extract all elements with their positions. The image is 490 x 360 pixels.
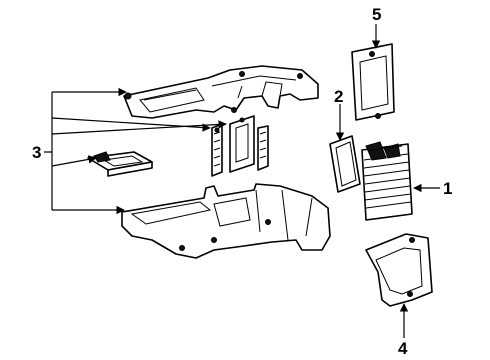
upper-heater-housing xyxy=(123,65,319,119)
heater-core-part-1 xyxy=(361,141,413,221)
vertical-door-left xyxy=(211,123,223,177)
callout-3: 3 xyxy=(32,143,41,162)
callout-1: 1 xyxy=(443,179,452,198)
leader-lines xyxy=(44,24,440,338)
lower-heater-housing xyxy=(121,183,331,259)
gasket-part-2 xyxy=(329,135,361,193)
small-filter-frame xyxy=(87,151,153,177)
vertical-door-frame xyxy=(229,115,255,173)
vertical-door-right xyxy=(257,125,269,171)
callout-4: 4 xyxy=(398,339,408,358)
callout-2: 2 xyxy=(334,87,343,106)
callout-5: 5 xyxy=(372,5,381,24)
cover-part-4 xyxy=(365,233,433,307)
seal-gasket-part-5 xyxy=(351,43,395,121)
